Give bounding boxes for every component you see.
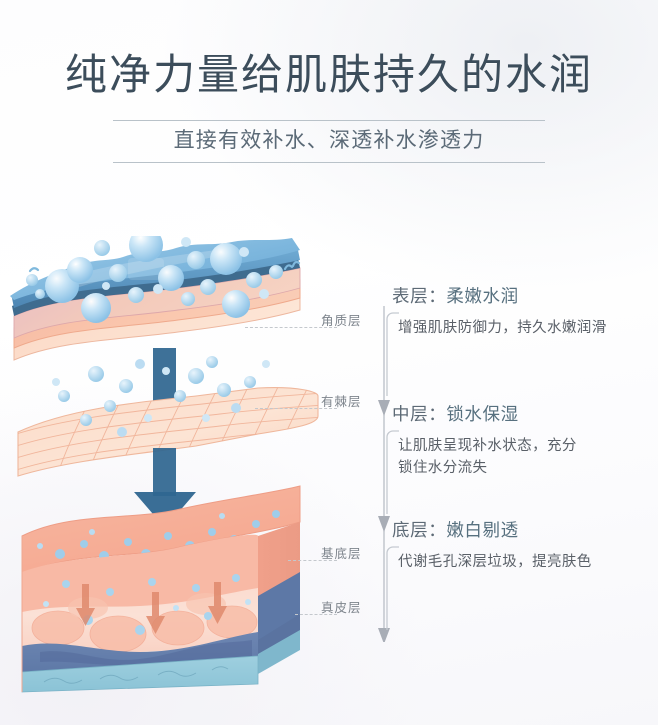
benefit-title: 锁水保湿 [446,404,519,424]
leader-line-dermis [295,614,337,615]
dermis-block [21,485,301,693]
benefit-block-base: 底层：嫩白剔透 代谢毛孔深层垃圾，提亮肤色 [386,520,658,630]
benefit-prefix: 中层： [392,404,447,424]
layer-label-dermis: 真皮层 [321,601,362,615]
skin-layers-illustration [0,236,340,696]
benefit-body-line: 增强肌肤防御力，持久水嫩润滑 [398,320,607,336]
subtitle-rule-box: 直接有效补水、深透补水渗透力 [113,119,545,163]
benefit-block-middle: 中层：锁水保湿 让肌肤呈现补水状态，充分 锁住水分流失 [386,404,658,514]
layer-label-horny: 角质层 [321,314,362,328]
absorption-arrows [76,582,227,634]
header: 纯净力量给肌肤持久的水润 直接有效补水、深透补水渗透力 [0,0,658,163]
leader-line-basal [288,560,337,561]
leader-line-spinous [255,408,337,409]
benefit-body-line: 锁住水分流失 [398,459,488,476]
benefit-body: 增强肌肤防御力，持久水嫩润滑 [386,312,658,396]
page-title: 纯净力量给肌肤持久的水润 [64,53,593,99]
benefit-prefix: 表层： [392,286,447,306]
layer-label-basal: 基底层 [321,547,362,561]
benefit-heading: 中层：锁水保湿 [386,404,658,425]
flow-spine-arrows [378,306,390,642]
benefit-body-line: 让肌肤呈现补水状态，充分 [398,438,577,454]
penetration-arrow-main [134,448,196,528]
benefit-body-line: 代谢毛孔深层垃圾，提亮肤色 [398,554,592,570]
page-subtitle: 直接有效补水、深透补水渗透力 [173,128,485,152]
benefit-heading: 底层：嫩白剔透 [386,520,658,541]
benefit-body: 代谢毛孔深层垃圾，提亮肤色 [386,546,658,630]
benefit-body: 让肌肤呈现补水状态，充分 锁住水分流失 [386,430,658,514]
water-bubbles-gap [52,356,270,437]
leader-line-horny [245,327,337,328]
benefits-panel: 表层：柔嫩水润 增强肌肤防御力，持久水嫩润滑 中层：锁水保湿 让肌肤呈现补水状态… [378,282,658,662]
benefit-title: 柔嫩水润 [446,286,519,306]
benefit-prefix: 底层： [392,520,447,540]
benefit-title: 嫩白剔透 [446,520,519,540]
water-bubbles-top [26,236,301,323]
benefit-block-surface: 表层：柔嫩水润 增强肌肤防御力，持久水嫩润滑 [386,286,658,396]
skin-cross-section-svg [10,236,319,693]
layer-label-spinous: 有棘层 [321,395,362,409]
benefit-heading: 表层：柔嫩水润 [386,286,658,307]
